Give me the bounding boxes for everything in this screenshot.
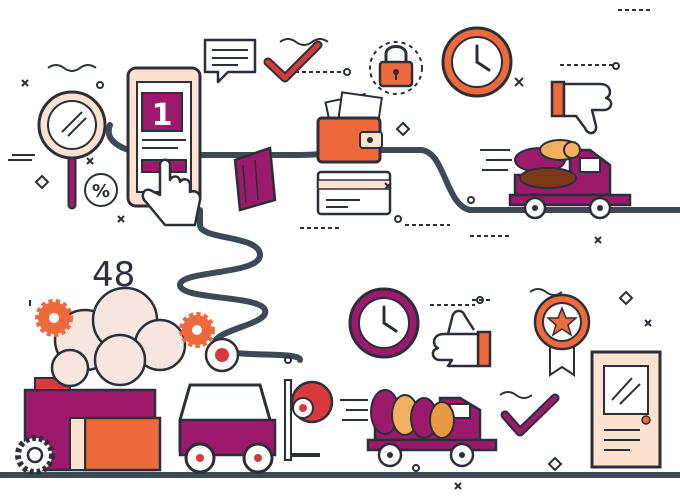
smartphone-icon: 1: [126, 66, 202, 208]
fabric-rolls-cargo: [514, 139, 581, 189]
thumbs-up-icon: [431, 309, 492, 368]
fabric-roll-icon: [290, 380, 334, 424]
phone-screen-number-box: [141, 92, 183, 132]
checkmark-fill: [502, 395, 558, 435]
wallet-icon: [316, 91, 383, 164]
decorative-marks: [8, 9, 652, 490]
clock-icon: [441, 26, 513, 98]
delivery-truck-icon: [508, 139, 632, 220]
padlock-icon: [369, 41, 423, 95]
checkmark-fill: [265, 42, 321, 81]
speech-bubble-icon: [203, 38, 257, 84]
door-icon: [590, 350, 662, 469]
fabric-roll-icon: [233, 146, 277, 212]
credit-card-icon: [316, 170, 392, 216]
hand-pointer-icon: [141, 158, 202, 227]
phone-screen-number: 1: [152, 98, 173, 133]
magnifier-icon: [37, 90, 107, 210]
svg-text:%: %: [92, 181, 110, 202]
thumbs-down-icon: [550, 80, 613, 135]
award-medal-icon: [533, 293, 591, 377]
percent-icon: %: [84, 173, 118, 207]
gear-icon: [15, 299, 215, 475]
forklift-icon: [178, 337, 334, 474]
smoke-cloud-icon: [50, 286, 187, 388]
clock-icon: [348, 287, 420, 359]
fabric-rolls-cargo: [370, 389, 455, 439]
delivery-truck-icon: [366, 389, 498, 468]
